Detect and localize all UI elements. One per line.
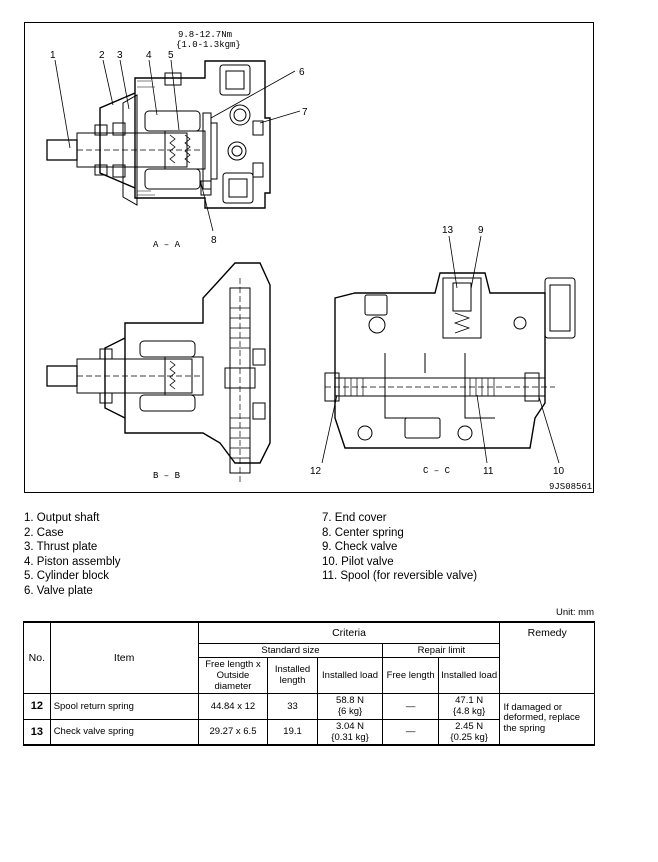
legend-item: 6. Valve plate [24, 584, 93, 597]
limit-load-kg: {0.25 kg} [450, 731, 488, 743]
col-header-no: No. [23, 621, 51, 694]
cross-section-figure: 9.8-12.7Nm {1.0-1.3kgm} 1 2 3 4 5 6 7 8 … [24, 22, 594, 493]
header-installed-length: Installed length [267, 656, 318, 694]
row-no: 12 [23, 692, 51, 720]
legend-right: 7. End cover 8. Center spring 9. Check v… [322, 511, 477, 584]
callout-5: 5 [168, 50, 174, 61]
figure-code: 9JS08561 [549, 482, 592, 492]
row-free-length-limit: — [382, 718, 439, 745]
header-free-length: Free length [382, 656, 439, 694]
row-installed-load: 3.04 N {0.31 kg} [316, 718, 384, 745]
torque-note-line2: {1.0-1.3kgm} [176, 40, 241, 50]
limit-load-kg: {4.8 kg} [453, 706, 486, 717]
row-free-length-od: 29.27 x 6.5 [197, 718, 269, 745]
callout-4: 4 [146, 50, 152, 61]
callout-1: 1 [50, 50, 56, 61]
row-installed-length: 33 [267, 692, 318, 720]
torque-note-line1: 9.8-12.7Nm [178, 30, 232, 40]
installed-load-kg: {6 kg} [337, 706, 363, 717]
callout-3: 3 [117, 50, 123, 61]
legend-item: 2. Case [24, 526, 64, 539]
header-repair-limit: Repair limit [382, 642, 501, 658]
section-cc-label: C – C [423, 466, 451, 476]
legend-item: 1. Output shaft [24, 512, 100, 524]
header-standard-size: Standard size [197, 642, 384, 658]
limit-load-n: 2.45 N [455, 720, 484, 732]
row-no: 13 [23, 718, 51, 745]
row-free-length-limit: — [382, 692, 439, 720]
callout-11: 11 [483, 466, 494, 477]
callout-9: 9 [478, 225, 484, 236]
remedy-text: If damaged or deformed, replace the spri… [499, 692, 595, 745]
legend-item: 9. Check valve [322, 541, 398, 554]
section-aa-label: A – A [153, 240, 181, 250]
spring-spec-table: No. Item Criteria Remedy Standard size R… [23, 621, 595, 746]
callout-10: 10 [553, 466, 565, 477]
table-row: 13 Check valve spring 29.27 x 6.5 19.1 3… [23, 718, 595, 745]
col-header-item: Item [49, 621, 199, 694]
table-row: 12 Spool return spring 44.84 x 12 33 58.… [23, 692, 595, 745]
row-installed-load: 58.8 N {6 kg} [316, 692, 384, 720]
header-free-length-od: Free length x Outside diameter [197, 656, 269, 694]
callout-13: 13 [442, 225, 454, 236]
callout-6: 6 [299, 67, 305, 78]
legend-item: 5. Cylinder block [24, 570, 110, 583]
legend-item: 4. Piston assembly [24, 555, 121, 568]
callout-2: 2 [99, 50, 105, 61]
legend-item: 11. Spool (for reversible valve) [322, 570, 478, 583]
row-installed-length: 19.1 [267, 718, 318, 745]
leader-lines [54, 59, 560, 464]
legend-item: 8. Center spring [322, 526, 404, 539]
row-limit-load: 2.45 N {0.25 kg} [437, 718, 501, 745]
row-item: Check valve spring [49, 718, 199, 745]
installed-load-kg: {0.31 kg} [331, 731, 369, 743]
col-header-criteria: Criteria [197, 621, 501, 644]
callout-12: 12 [310, 466, 322, 477]
legend-item: 10. Pilot valve [322, 555, 394, 568]
col-header-remedy: Remedy [499, 621, 595, 694]
row-item: Spool return spring [49, 692, 199, 720]
row-free-length-od: 44.84 x 12 [197, 692, 269, 720]
installed-load-n: 58.8 N [336, 695, 365, 706]
header-installed-load: Installed load [316, 656, 384, 694]
legend-item: 3. Thrust plate [24, 541, 98, 554]
motor-cross-section-drawing: 9.8-12.7Nm {1.0-1.3kgm} 1 2 3 4 5 6 7 8 … [46, 30, 592, 492]
section-bb-label: B – B [153, 471, 181, 481]
unit-label: Unit: mm [556, 607, 594, 618]
section-cc-drawing [324, 272, 576, 449]
limit-load-n: 47.1 N [455, 695, 484, 706]
header-installed-load-limit: Installed load [437, 656, 501, 694]
legend-left: 1. Output shaft 2. Case 3. Thrust plate … [24, 511, 121, 599]
callout-7: 7 [302, 107, 308, 118]
section-aa-drawing [46, 60, 271, 209]
row-limit-load: 47.1 N {4.8 kg} [437, 692, 501, 720]
legend-item: 7. End cover [322, 512, 387, 524]
section-bb-drawing [46, 262, 271, 483]
installed-load-n: 3.04 N [336, 720, 365, 732]
callout-8: 8 [211, 235, 217, 246]
